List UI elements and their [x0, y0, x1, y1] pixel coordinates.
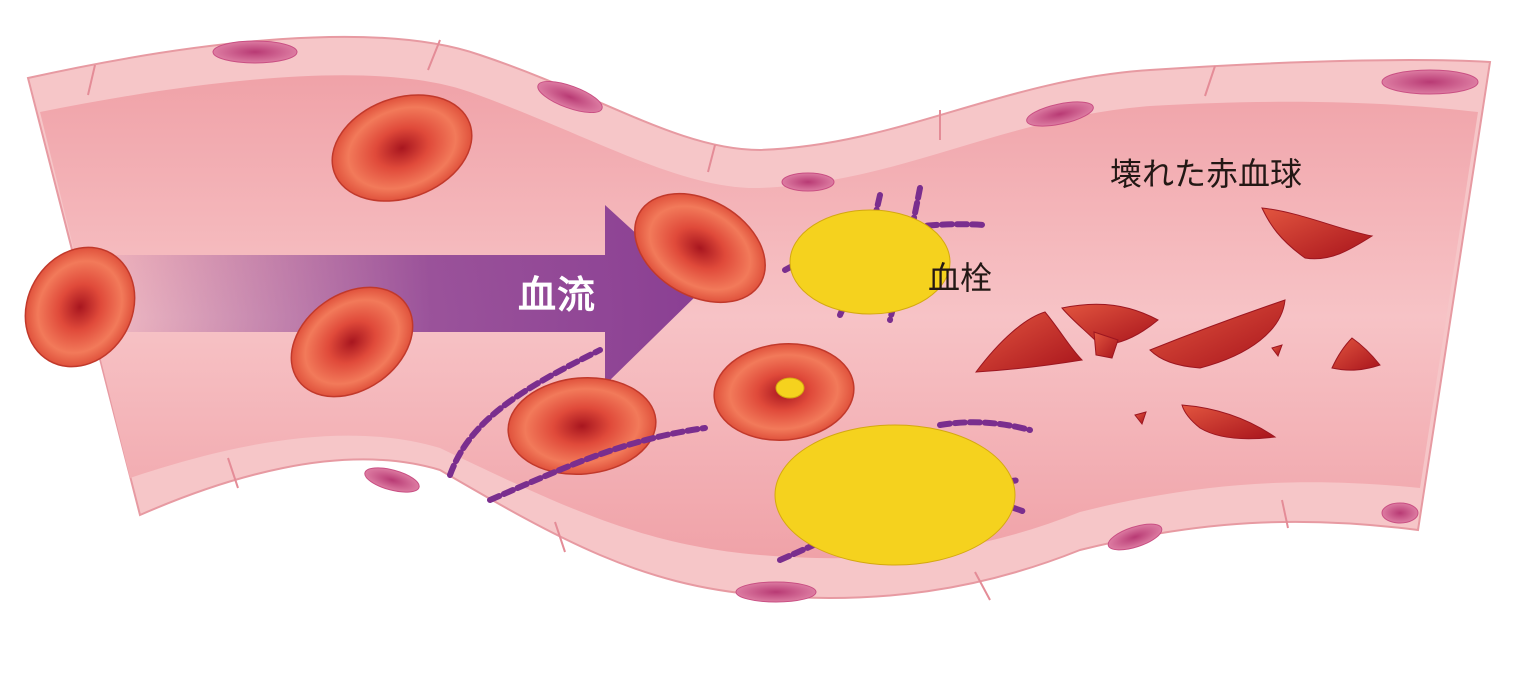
broken-rbc-label: 壊れた赤血球	[1110, 155, 1303, 193]
broken-rbc-fragments	[974, 207, 1381, 440]
red-blood-cell	[24, 246, 136, 368]
platelet-clusters	[774, 209, 1016, 566]
red-blood-cell	[331, 94, 473, 202]
endothelial-cells-bottom	[227, 457, 1289, 601]
blood-flow-label: 血流	[518, 273, 597, 317]
red-blood-cells	[24, 94, 855, 476]
red-blood-cell	[290, 286, 414, 398]
endothelial-cells-top	[87, 39, 1216, 173]
endothelial-nuclei	[212, 40, 1479, 603]
red-blood-cell	[634, 192, 766, 304]
thrombus-label: 血栓	[928, 259, 993, 297]
blood-flow-arrow	[100, 205, 700, 385]
